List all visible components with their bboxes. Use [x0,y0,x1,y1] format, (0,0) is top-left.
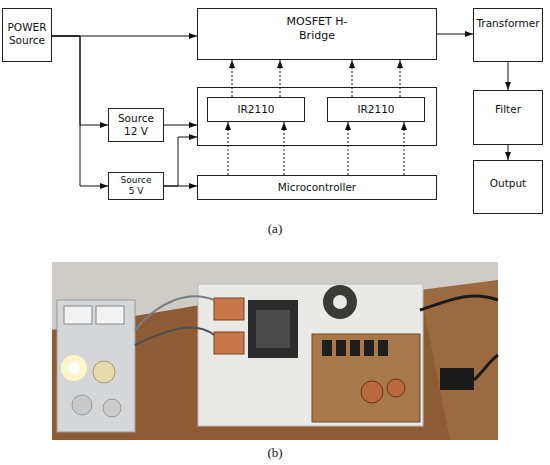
block-label: IR2110 [237,103,274,116]
wall [52,262,498,330]
control-signal-arrow [232,60,233,97]
heatsink [214,332,244,354]
block-box: Microcontroller [197,175,437,200]
connector-layer [52,34,508,186]
block-box: Transformer [473,8,543,62]
coil [361,381,383,403]
photo-background [52,262,498,440]
lamp-glow [68,362,80,374]
panel-label: (b) [235,445,315,461]
block-box: IR2110 [327,97,425,122]
toroid-inductor [323,285,357,319]
power-flow-arrow [437,34,473,35]
block-label: Transformer [476,17,539,30]
block-box: IR2110 [207,97,305,122]
power-flow-arrow [52,36,108,186]
control-signal-arrow [348,122,349,175]
socket [96,306,124,324]
block-box: Source 5 V [108,172,164,200]
lamp-holder [72,395,92,415]
power-flow-arrow [164,186,197,187]
lamp-holder [93,361,115,383]
control-signal-arrow [404,122,405,175]
transformer-winding [256,310,290,348]
cable [135,328,214,345]
block-label: Microcontroller [278,181,356,194]
lamp-holder [103,399,121,417]
control-signal-arrow [280,60,281,97]
cable [135,296,214,330]
wooden-board [420,280,498,440]
coil [387,379,405,397]
block-label: Filter [495,103,521,116]
block-box: POWER Source [2,8,52,62]
wooden-table [52,290,498,440]
block-box: Output [473,160,543,214]
power-flow-arrow [52,36,197,37]
block-box: Source 12 V [108,108,164,142]
capacitor [378,340,388,356]
power-flow-arrow [164,125,197,126]
base-board [198,284,423,426]
block-label: Output [490,177,526,190]
block-label: Source 5 V [118,175,154,198]
control-signal-arrow [228,122,229,175]
driver-group-box: IR2110 IR2110 [197,87,437,146]
lamp-bulb [61,355,87,381]
block-label: Source 12 V [116,112,156,138]
toroid-hole [333,295,347,309]
block-label: IR2110 [357,103,394,116]
block-label: MOSFET H-Bridge [282,15,352,43]
control-signal-arrow [284,122,285,175]
cable [474,355,498,380]
socket [64,306,92,324]
block-label: POWER Source [4,21,50,47]
prototype-photo [52,262,498,440]
capacitor [364,340,374,356]
block-box: Filter [473,90,543,145]
cable [420,296,498,310]
power-flow-arrow [508,62,509,90]
block-box: MOSFET H-Bridge [197,8,437,60]
pcb [312,334,420,422]
transformer-core [248,300,298,358]
panel-label: (a) [235,221,315,237]
capacitor [350,340,360,356]
power-flow-arrow [52,36,108,125]
control-signal-arrow [352,60,353,97]
capacitor [336,340,346,356]
power-flow-arrow [508,145,509,160]
control-signal-arrow [400,60,401,97]
terminal-block [440,368,474,390]
capacitor [322,340,332,356]
outlet-box [57,300,135,432]
heatsink [214,298,244,320]
power-flow-arrow [164,137,197,186]
